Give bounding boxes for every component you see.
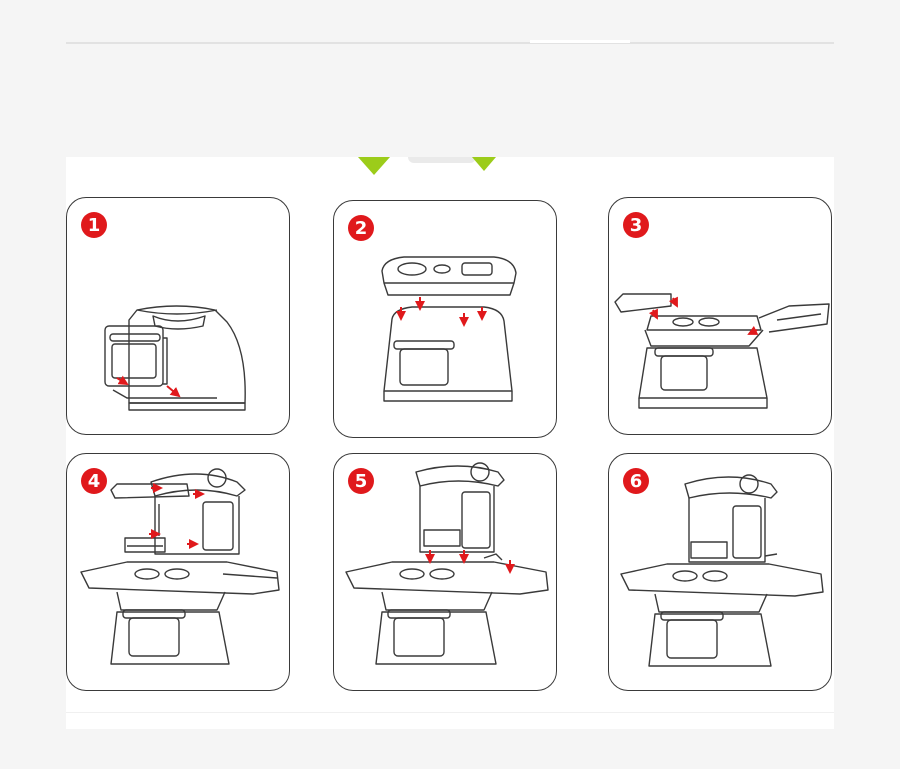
side-shelves-attach-icon <box>614 293 830 409</box>
assembled-kitchen-icon <box>620 474 824 667</box>
top-divider <box>66 42 834 44</box>
step-card-3: 3 <box>608 197 832 435</box>
backsplash-assembly-icon <box>80 468 280 665</box>
step-card-2: 2 <box>333 200 557 438</box>
top-divider-highlight <box>530 40 630 43</box>
step-number-badge: 4 <box>81 468 107 494</box>
right-chevron-icon <box>472 157 496 171</box>
kitchen-base-icon <box>104 305 246 411</box>
step-number-badge: 1 <box>81 212 107 238</box>
step-number-badge: 2 <box>348 215 374 241</box>
backsplash-attach-icon <box>345 462 549 665</box>
step-number-badge: 5 <box>348 468 374 494</box>
stove-top-attach-icon <box>381 256 517 402</box>
step-card-1: 1 <box>66 197 290 435</box>
step-number-badge: 3 <box>623 212 649 238</box>
step-card-4: 4 <box>66 453 290 691</box>
step-number-badge: 6 <box>623 468 649 494</box>
left-chevron-icon <box>358 157 390 175</box>
bottom-divider <box>66 712 834 713</box>
center-tab <box>408 157 476 163</box>
step-card-5: 5 <box>333 453 557 691</box>
step-card-6: 6 <box>608 453 832 691</box>
